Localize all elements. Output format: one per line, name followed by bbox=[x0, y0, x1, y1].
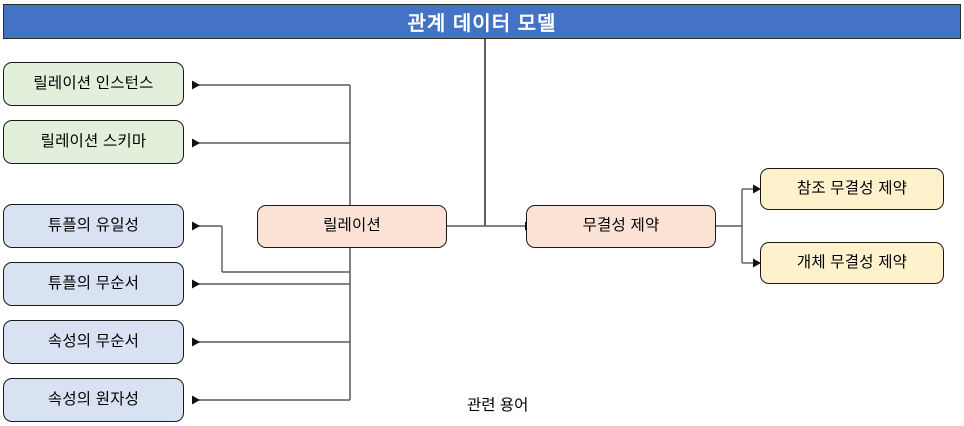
node-tuple-unique[interactable]: 튜플의 유일성 bbox=[3, 204, 184, 248]
node-integrity-constraint[interactable]: 무결성 제약 bbox=[526, 205, 716, 248]
node-label: 릴레이션 인스턴스 bbox=[33, 74, 154, 92]
node-label: 속성의 원자성 bbox=[47, 390, 140, 408]
node-label: 튜플의 유일성 bbox=[47, 216, 140, 234]
node-label: 릴레이션 스키마 bbox=[40, 132, 147, 150]
node-relation[interactable]: 릴레이션 bbox=[257, 205, 447, 248]
node-label: 개체 무결성 제약 bbox=[796, 253, 908, 271]
node-referential-integrity[interactable]: 참조 무결성 제약 bbox=[760, 168, 944, 210]
node-label: 참조 무결성 제약 bbox=[796, 179, 908, 197]
related-terms-block: 관련 용어 릴레이션, 속성, 튜플, 도메인, 널, 차수, 카디널리티, 키 bbox=[467, 350, 813, 426]
related-terms-heading: 관련 용어 bbox=[467, 396, 529, 414]
node-label: 속성의 무순서 bbox=[47, 332, 140, 350]
diagram-title: 관계 데이터 모델 bbox=[3, 4, 961, 39]
node-attr-unordered[interactable]: 속성의 무순서 bbox=[3, 320, 184, 364]
node-label: 릴레이션 bbox=[323, 217, 381, 235]
node-label: 튜플의 무순서 bbox=[47, 274, 140, 292]
node-entity-integrity[interactable]: 개체 무결성 제약 bbox=[760, 242, 944, 284]
node-relation-instance[interactable]: 릴레이션 인스턴스 bbox=[3, 62, 184, 106]
node-attr-atomic[interactable]: 속성의 원자성 bbox=[3, 378, 184, 422]
node-tuple-unordered[interactable]: 튜플의 무순서 bbox=[3, 262, 184, 306]
node-label: 무결성 제약 bbox=[582, 217, 660, 235]
node-relation-schema[interactable]: 릴레이션 스키마 bbox=[3, 120, 184, 164]
